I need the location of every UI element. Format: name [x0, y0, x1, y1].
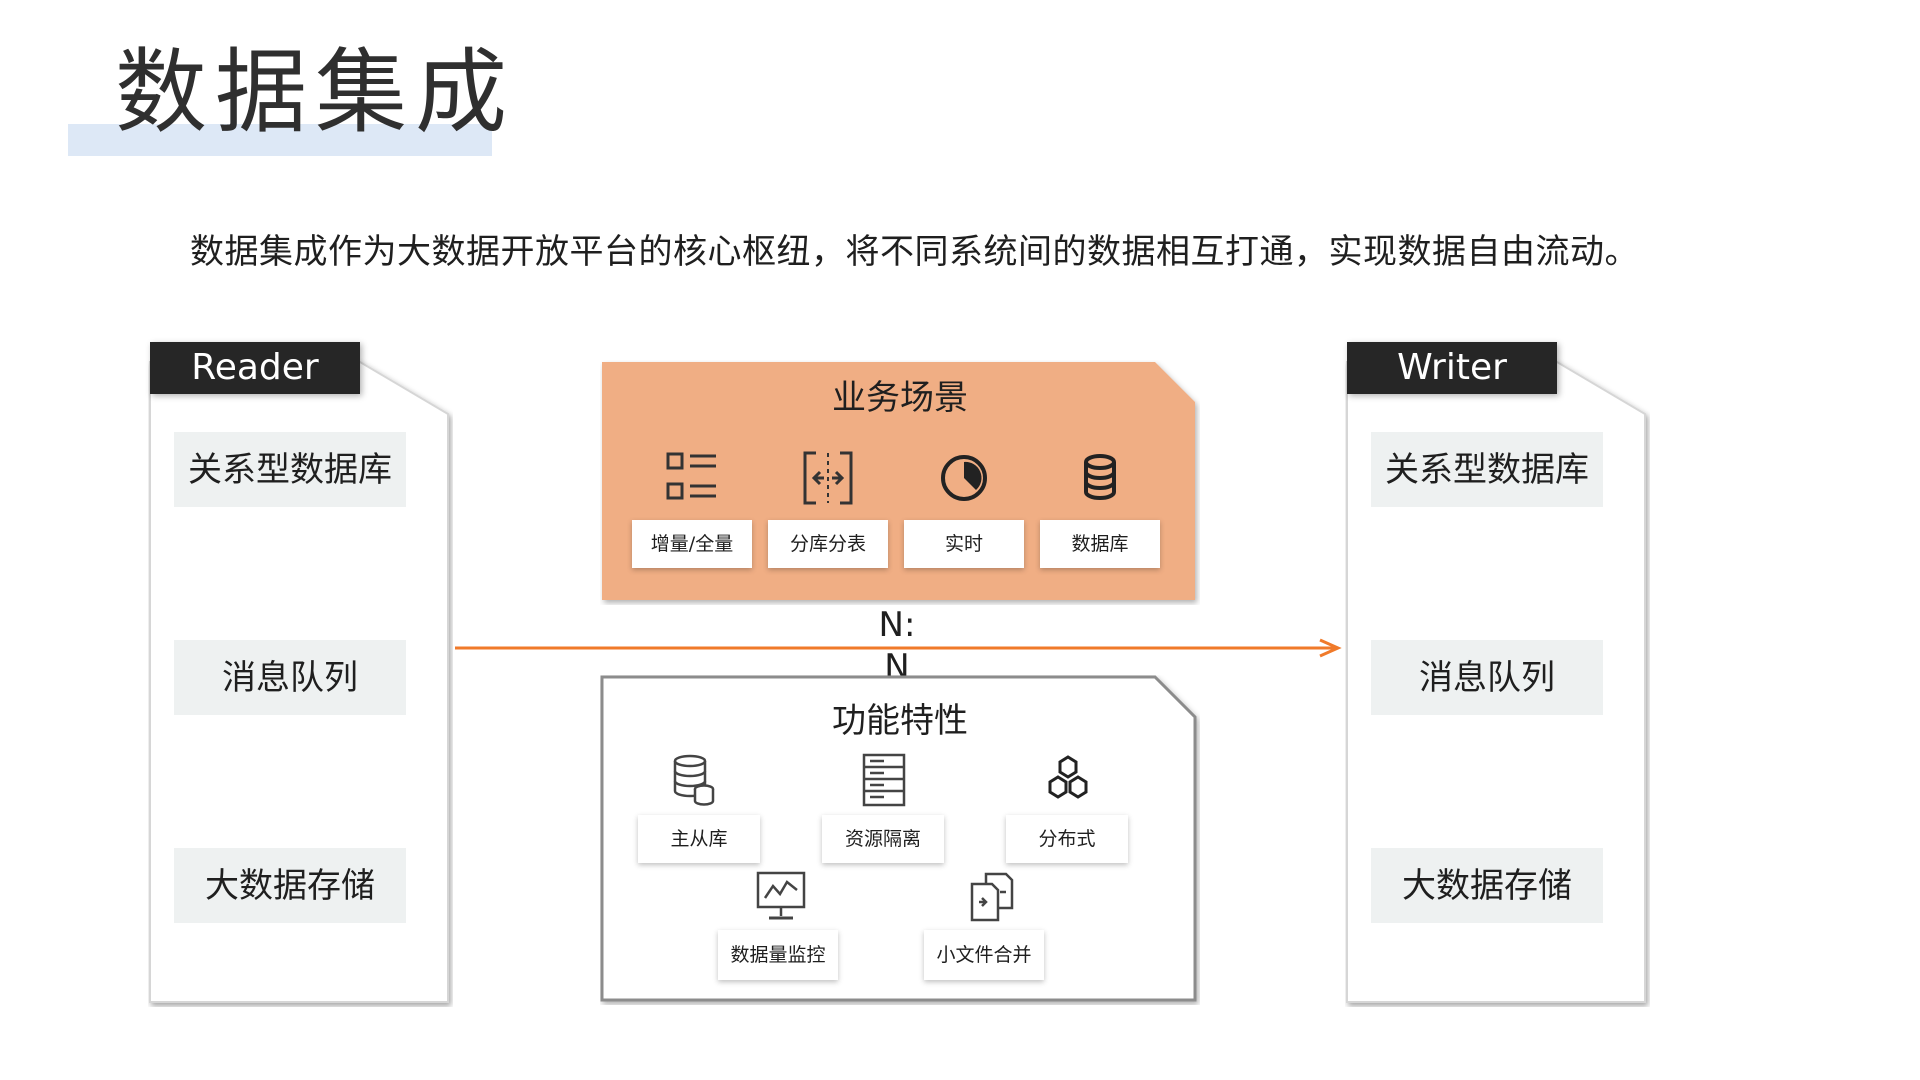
feature-label-resource-isolation: 资源隔离: [822, 815, 944, 863]
features-box: 功能特性 主从库 资源隔离 分布式 数据量监控 小: [600, 675, 1200, 1005]
reader-tab: Reader: [150, 342, 360, 394]
title-highlight-band: [68, 124, 492, 156]
server-rack-icon: [862, 753, 906, 807]
clock-icon: [941, 455, 987, 501]
features-title: 功能特性: [832, 701, 968, 741]
writer-item-message-queue: 消息队列: [1371, 640, 1603, 715]
split-arrows-icon: [803, 451, 853, 505]
scenarios-box: 业务场景 增量/全量 分库分表 实时 数据库: [600, 360, 1200, 605]
writer-tab: Writer: [1347, 342, 1557, 394]
scenario-label-realtime: 实时: [904, 520, 1024, 568]
scenario-label-incremental-full: 增量/全量: [632, 520, 752, 568]
reader-item-relational-db: 关系型数据库: [174, 432, 406, 507]
hexagons-icon: [1048, 755, 1088, 799]
feature-label-small-file-merge: 小文件合并: [924, 930, 1044, 980]
page-title: 数据集成: [115, 39, 516, 146]
scenario-label-sharding: 分库分表: [768, 520, 888, 568]
reader-item-bigdata-storage: 大数据存储: [174, 848, 406, 923]
scenarios-title: 业务场景: [832, 378, 968, 418]
feature-label-distributed: 分布式: [1006, 815, 1128, 863]
writer-item-bigdata-storage: 大数据存储: [1371, 848, 1603, 923]
database-icon: [1084, 454, 1116, 500]
writer-panel: Writer 关系型数据库 消息队列 大数据存储: [1345, 342, 1650, 1007]
writer-item-relational-db: 关系型数据库: [1371, 432, 1603, 507]
reader-item-message-queue: 消息队列: [174, 640, 406, 715]
database-stack-icon: [673, 754, 715, 806]
page-subtitle: 数据集成作为大数据开放平台的核心枢纽，将不同系统间的数据相互打通，实现数据自由流…: [190, 232, 1639, 272]
reader-panel: Reader 关系型数据库 消息队列 大数据存储: [148, 342, 453, 1007]
monitor-chart-icon: [756, 871, 806, 920]
scenario-label-database: 数据库: [1040, 520, 1160, 568]
list-icon: [666, 452, 716, 500]
file-merge-icon: [970, 872, 1014, 922]
feature-label-volume-monitoring: 数据量监控: [718, 930, 838, 980]
feature-label-master-slave: 主从库: [638, 815, 760, 863]
